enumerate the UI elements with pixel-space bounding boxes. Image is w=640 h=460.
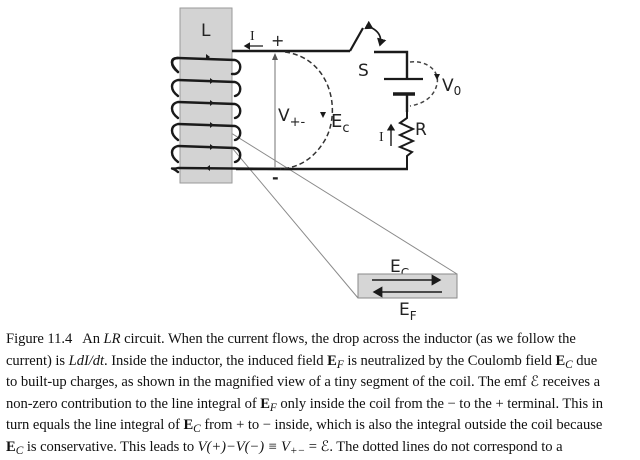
coulomb-field-label: Ec — [331, 111, 350, 136]
caption-ec: E — [6, 438, 16, 455]
caption-ef: E — [260, 395, 270, 412]
leader-line-upper — [206, 117, 458, 275]
switch-toggle-arrow — [364, 20, 387, 47]
inductor-core — [179, 7, 233, 184]
caption-ec-sub: C — [193, 422, 201, 435]
battery-top-wire — [374, 50, 409, 78]
caption-line-3: to built-up charges, as shown in the mag… — [6, 374, 601, 390]
caption-lr: LR — [103, 331, 121, 347]
lr-circuit-figure: L S V0 — [170, 7, 461, 323]
current-top-label: I — [250, 29, 255, 44]
caption-equation-sub: +− — [289, 444, 306, 457]
figure-number: Figure 11.4 — [6, 331, 73, 347]
resistor — [397, 112, 416, 169]
circuit-diagram: L S V0 — [170, 7, 461, 323]
caption-line-1: Figure 11.4 An LR circuit. When the curr… — [6, 329, 638, 351]
caption-text: An — [82, 331, 104, 347]
caption-text: is neutralized by the Coulomb field — [343, 352, 556, 369]
current-right-label: I — [379, 130, 384, 145]
caption-text: turn equals the line integral of — [6, 417, 184, 433]
inductor-label: L — [201, 21, 211, 41]
caption-text: = ℰ. The dotted lines do not correspond … — [305, 438, 563, 455]
caption-line-4: non-zero contribution to the line integr… — [6, 394, 638, 416]
caption-text: non-zero contribution to the line integr… — [6, 395, 261, 412]
voltage-label: V+- — [278, 106, 306, 130]
figure-caption: Figure 11.4 An LR circuit. When the curr… — [6, 329, 638, 458]
coulomb-field-dotted-loop — [279, 51, 333, 170]
caption-text: only inside the coil from the − to the +… — [276, 395, 603, 412]
voltage-arrow-head — [272, 53, 278, 60]
coil-current-arrows — [206, 54, 214, 171]
caption-text: . Inside the inductor, the induced field — [104, 352, 328, 369]
coulomb-field-arrow — [320, 112, 326, 118]
resistor-label: R — [415, 120, 427, 140]
plus-terminal-label: + — [271, 31, 284, 50]
caption-text: circuit. When the current flows, the dro… — [120, 331, 576, 347]
minus-terminal-label: - — [272, 168, 279, 187]
caption-text: current) is — [6, 352, 69, 369]
caption-text: is conservative. This leads to — [23, 438, 198, 455]
caption-ec-sub: C — [565, 358, 573, 371]
switch-label: S — [358, 61, 369, 81]
caption-text: due — [572, 352, 598, 369]
battery-voltage-dotted-loop — [409, 61, 439, 107]
caption-ec: E — [555, 352, 566, 369]
caption-ef-sub: F — [336, 358, 344, 371]
caption-equation: V(+)−V(−) ≡ V — [197, 438, 290, 455]
battery-voltage-arrow — [434, 74, 440, 80]
caption-ldidt: LdI/dt — [68, 352, 105, 369]
caption-text: from + to − inside, which is also the in… — [200, 417, 603, 433]
magnified-coil-segment — [357, 273, 458, 299]
caption-line-2: current) is LdI/dt. Inside the inductor,… — [6, 351, 638, 373]
battery-voltage-label: V0 — [442, 76, 461, 98]
inset-coulomb-field-label: EC — [390, 257, 409, 280]
inductor-coil — [170, 56, 292, 174]
switch-arm — [349, 27, 364, 52]
caption-line-6: EC is conservative. This leads to V(+)−V… — [6, 437, 638, 459]
caption-ef-sub: F — [269, 401, 277, 414]
caption-ef: E — [327, 352, 337, 369]
caption-ec-sub: C — [15, 444, 24, 457]
caption-line-5: turn equals the line integral of EC from… — [6, 415, 638, 437]
caption-ec: E — [183, 417, 194, 433]
inset-induced-field-label: EF — [399, 300, 417, 323]
